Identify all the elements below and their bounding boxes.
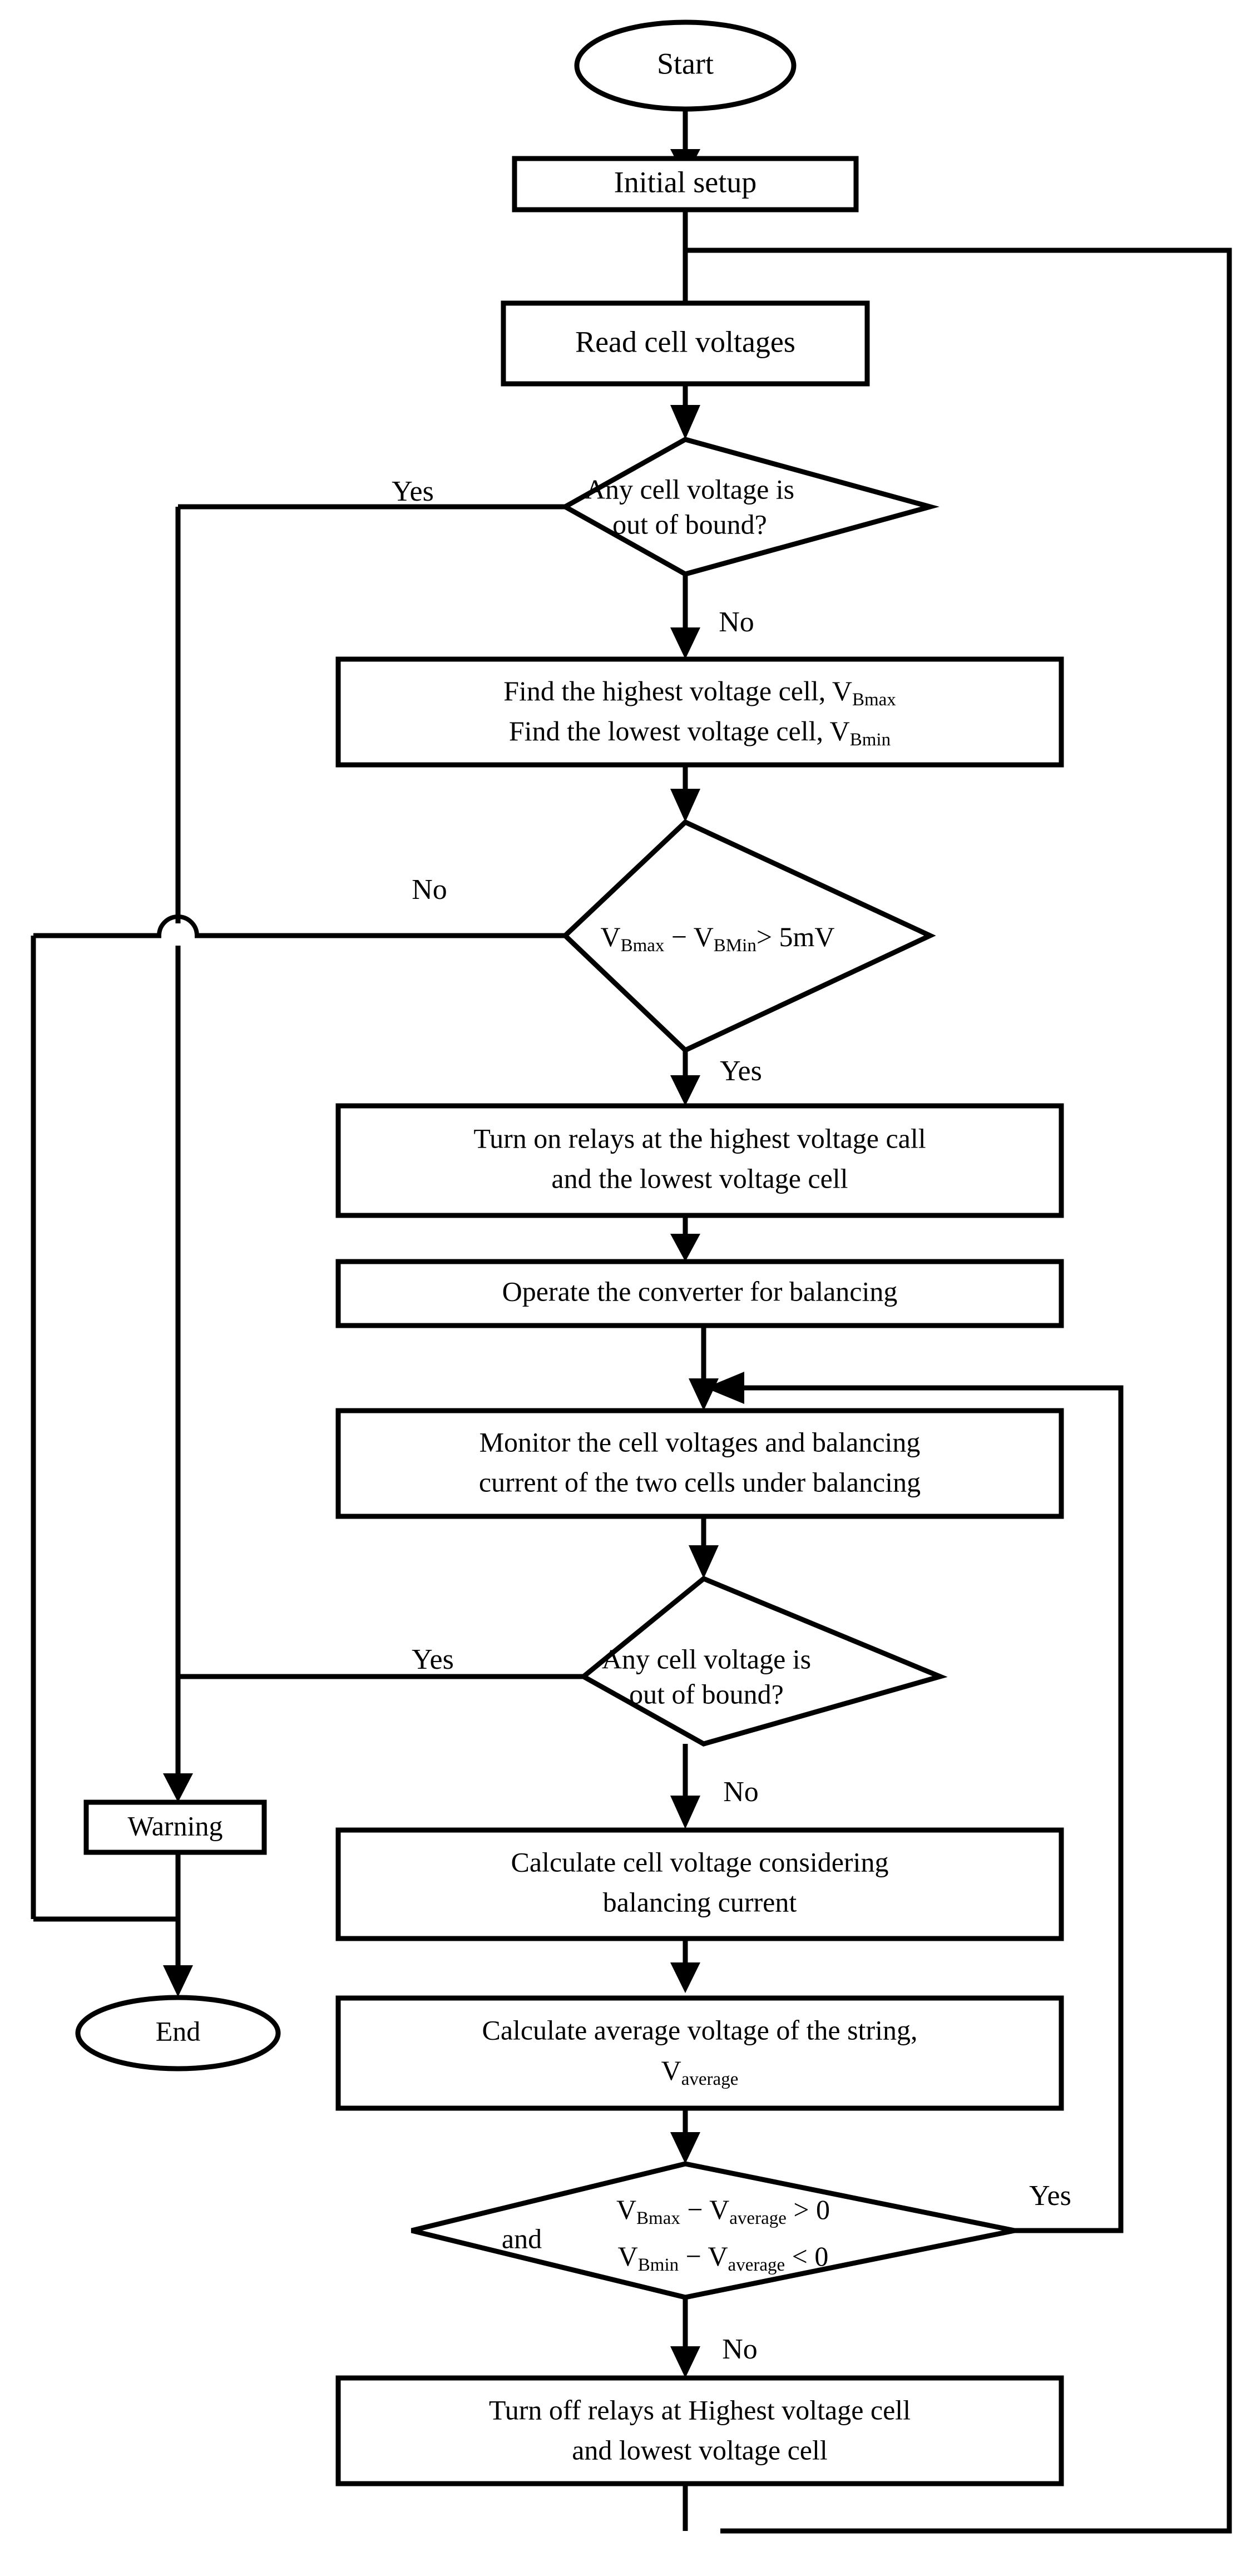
edge-label-no-bound-2: No [723,1776,759,1808]
node-calc-cell-voltage-line1: Calculate cell voltage considering [511,1846,889,1877]
node-calculate-average[interactable]: Calculate average voltage of the string,… [335,1995,1064,2111]
node-warning-label: Warning [128,1810,223,1841]
node-start[interactable]: Start [574,19,797,112]
edge-warning-to-end [163,1852,193,1997]
node-decision-1-line1: Any cell voltage is [585,473,794,505]
node-monitor-line2: current of the two cells under balancing [479,1466,921,1497]
node-calc-average-line1: Calculate average voltage of the string, [482,2014,917,2045]
node-read-cell-voltages-label: Read cell voltages [575,325,795,358]
node-decision-average-row1: VBmax − Vaverage > 0 [616,2194,830,2228]
node-find-cells-line1: Find the highest voltage cell, VBmax [503,675,896,709]
edge-delta-no [31,914,565,1922]
edge-average-to-decision [670,2108,700,2164]
node-calc-cell-voltage-line2: balancing current [603,1886,797,1917]
node-decision-average-row2: VBmin − Vaverage < 0 [618,2241,829,2275]
edge-decision-average-no [670,2297,700,2378]
edge-find-to-delta [670,765,700,822]
edge-inner-return-loop [705,1372,1124,2233]
node-decision-out-of-bound-1[interactable]: Any cell voltage is out of bound? [560,437,940,577]
node-decision-average[interactable]: and VBmax − Vaverage > 0 VBmin − Vaverag… [411,2161,1015,2300]
node-turn-on-relays-line2: and the lowest voltage cell [551,1163,848,1194]
edge-relays-to-converter [670,1215,700,1262]
edge-label-yes-bound-1: Yes [392,476,434,507]
edge-label-yes-bound-2: Yes [412,1644,454,1675]
edge-label-yes-average: Yes [1029,2180,1071,2212]
node-end-label: End [156,2015,201,2046]
node-decision-2-line2: out of bound? [629,1678,784,1709]
edge-label-no-delta: No [412,874,447,906]
node-initial-setup-label: Initial setup [614,165,756,199]
node-turn-on-relays[interactable]: Turn on relays at the highest voltage ca… [335,1103,1064,1218]
edge-monitor-to-decision2 [689,1516,719,1579]
node-decision-2-line1: Any cell voltage is [602,1643,811,1674]
node-decision-out-of-bound-2[interactable]: Any cell voltage is out of bound? [579,1575,948,1747]
node-find-cells[interactable]: Find the highest voltage cell, VBmax Fin… [335,656,1064,768]
node-warning[interactable]: Warning [83,1799,267,1855]
node-monitor-line1: Monitor the cell voltages and balancing [479,1426,921,1457]
edge-label-no-bound-1: No [719,606,754,638]
edge-decision1-yes [163,504,565,1802]
node-monitor[interactable]: Monitor the cell voltages and balancing … [335,1408,1064,1519]
edge-label-yes-delta: Yes [720,1055,762,1087]
edge-delta-yes [670,1050,700,1106]
node-decision-delta-text: VBmax − VBMin> 5mV [600,921,834,955]
node-read-cell-voltages[interactable]: Read cell voltages [501,300,870,387]
node-find-cells-line2: Find the lowest voltage cell, VBmin [509,715,891,749]
node-decision-average-and: and [502,2223,542,2254]
node-decision-delta-5mv[interactable]: VBmax − VBMin> 5mV [561,819,936,1054]
node-turn-on-relays-line1: Turn on relays at the highest voltage ca… [473,1123,926,1154]
node-calc-average-line2: Vaverage [661,2055,739,2089]
node-start-label: Start [657,47,714,80]
edge-decision1-no [670,574,700,659]
node-initial-setup[interactable]: Initial setup [512,156,859,212]
edge-label-no-average: No [722,2333,758,2365]
edge-calc-to-average [670,1939,700,1993]
edge-outer-return-loop [685,248,1232,2534]
edge-read-to-decision1 [670,384,700,439]
node-operate-converter-label: Operate the converter for balancing [502,1275,898,1307]
node-turn-off-relays[interactable]: Turn off relays at Highest voltage cell … [335,2375,1064,2486]
node-decision-1-line2: out of bound? [612,508,767,540]
node-calculate-cell-voltage[interactable]: Calculate cell voltage considering balan… [335,1827,1064,1941]
node-end[interactable]: End [75,1995,281,2071]
node-turn-off-relays-line1: Turn off relays at Highest voltage cell [489,2394,911,2425]
edge-decision2-no [670,1744,700,1829]
node-operate-converter[interactable]: Operate the converter for balancing [335,1259,1064,1328]
node-turn-off-relays-line2: and lowest voltage cell [572,2434,828,2465]
